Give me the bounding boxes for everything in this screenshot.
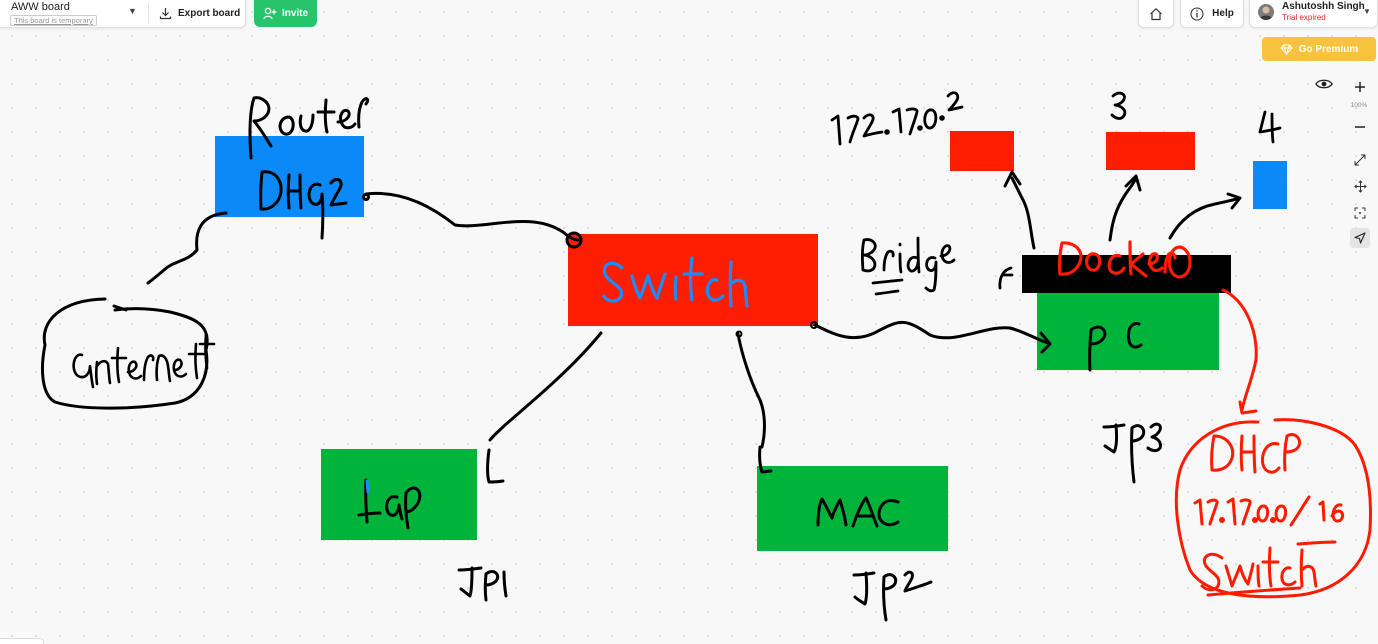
container-arrowhead-2 [1003, 170, 1022, 188]
fit-screen-icon[interactable] [1350, 203, 1370, 223]
expand-icon[interactable] [1350, 150, 1370, 170]
help-button[interactable]: Help [1180, 0, 1244, 28]
mac-box[interactable] [757, 466, 948, 551]
docker0-handwriting [1058, 240, 1192, 279]
container-arrowhead-4 [1226, 192, 1242, 210]
export-board-button[interactable]: Export board [159, 5, 240, 21]
pc-handwriting [1088, 322, 1143, 372]
pc-arrowhead [1039, 331, 1052, 354]
add-user-icon [263, 7, 277, 20]
bridge-handwriting [860, 236, 956, 296]
switch-pc-link [813, 320, 1050, 345]
bridge-pointer [998, 266, 1014, 290]
router-handwriting [248, 96, 370, 160]
container-arrow-4 [1168, 197, 1239, 240]
laptop-arrowhead [486, 448, 505, 484]
internet-handwriting [72, 332, 216, 389]
link-endpoint [735, 330, 743, 338]
ip2-handwriting [852, 570, 933, 622]
docker-bridge-bar[interactable] [1022, 255, 1231, 293]
dhcp-note-link [1221, 288, 1258, 412]
avatar [1258, 4, 1274, 20]
laptop-box[interactable] [321, 449, 477, 540]
container-label-3 [1110, 91, 1127, 120]
ip-172-17-0-2-handwriting [830, 91, 964, 146]
home-icon [1150, 7, 1162, 20]
mac-arrowhead [758, 445, 773, 474]
link-endpoint [810, 321, 818, 329]
container-label-4 [1258, 110, 1282, 144]
dhcp-note-handwriting [1193, 433, 1345, 597]
info-icon [1190, 6, 1204, 21]
caret-down-icon[interactable]: ▼ [128, 6, 137, 16]
go-premium-button[interactable]: Go Premium [1262, 37, 1376, 61]
ip3-handwriting [1102, 422, 1162, 484]
container-box-3[interactable] [1106, 132, 1195, 170]
container-box-2[interactable] [950, 131, 1014, 171]
board-name[interactable]: AWW board [11, 1, 70, 13]
download-icon [159, 7, 172, 19]
eye-icon[interactable] [1314, 74, 1334, 94]
export-board-label: Export board [178, 7, 241, 19]
board-temporary-note: This board is temporary [10, 15, 97, 26]
laptop-text-accent [365, 479, 370, 494]
zoom-out-icon[interactable] [1350, 117, 1370, 137]
bottom-panel-edge [0, 638, 44, 644]
ip1-handwriting [457, 566, 508, 602]
dhcp-note-arrowhead [1238, 400, 1258, 415]
home-button[interactable] [1138, 0, 1174, 28]
invite-label: Invite [281, 8, 309, 19]
pointer-icon[interactable] [1350, 228, 1370, 248]
user-menu[interactable]: Ashutoshh Singh Trial expired ▼ [1249, 0, 1378, 28]
router-switch-link [364, 191, 580, 242]
link-endpoint [565, 231, 583, 249]
help-label: Help [1212, 8, 1234, 19]
caret-down-icon: ▼ [1363, 7, 1371, 16]
divider [148, 3, 149, 23]
container-arrow-3 [1108, 178, 1137, 242]
zoom-level: 100% [1350, 102, 1368, 109]
move-icon[interactable] [1350, 176, 1370, 196]
container-arrowhead-3 [1124, 174, 1142, 192]
switch-handwriting [602, 256, 749, 308]
switch-laptop-link [488, 331, 603, 442]
container-box-4[interactable] [1253, 161, 1287, 209]
dhcp-note-circle [1174, 418, 1372, 599]
invite-button[interactable]: Invite [254, 0, 317, 27]
diamond-icon [1280, 44, 1293, 55]
internet-cloud [40, 297, 209, 410]
mac-handwriting [816, 496, 900, 528]
user-name: Ashutoshh Singh [1282, 1, 1365, 12]
zoom-in-icon[interactable] [1350, 77, 1370, 97]
trial-status: Trial expired [1282, 13, 1326, 22]
switch-mac-link [736, 332, 766, 449]
container-arrow-2 [1010, 176, 1036, 250]
board-panel: AWW board This board is temporary ▼ Expo… [0, 0, 246, 28]
dhcp-handwriting [259, 170, 370, 240]
router-internet-link [146, 211, 228, 285]
go-premium-label: Go Premium [1298, 43, 1359, 55]
